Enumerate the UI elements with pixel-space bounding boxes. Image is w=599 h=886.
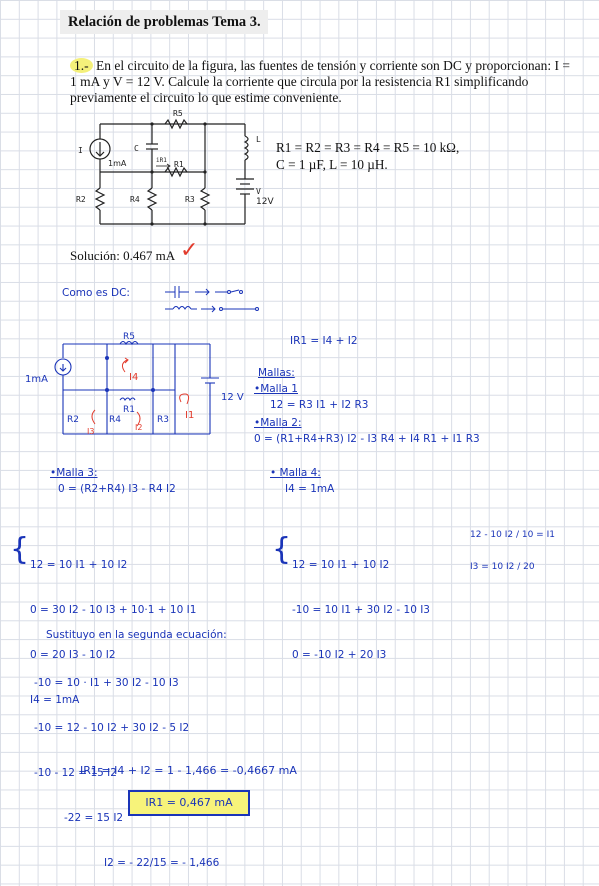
sust-line-4: -22 = 15 I2 — [64, 812, 124, 824]
system-1: 12 = 10 I1 + 10 I2 0 = 30 I2 - 10 I3 + 1… — [30, 528, 196, 723]
sketch-v: 12 V — [221, 392, 244, 403]
final-answer-box: IR1 = 0,467 mA — [128, 790, 250, 816]
malla1-label: •Malla 1 — [254, 383, 298, 395]
substitution-title: Sustituyo en la segunda ecuación: — [46, 629, 227, 641]
given-line-2: C = 1 µF, L = 10 µH. — [276, 157, 388, 172]
sys2-line-1: 12 = 10 I1 + 10 I2 — [292, 559, 390, 571]
label-c: C — [134, 144, 139, 153]
sketch-i1: I1 — [185, 410, 194, 421]
sys2-result-i1: 12 - 10 I2 / 10 = I1 — [470, 530, 555, 540]
sys2-result-i3: I3 = 10 I2 / 20 — [470, 562, 535, 572]
sketch-i2: I2 — [135, 423, 142, 432]
sketch-r4: R4 — [109, 415, 121, 425]
malla3-equation: 0 = (R2+R4) I3 - R4 I2 — [58, 483, 176, 495]
problem-text: En el circuito de la figura, las fuentes… — [70, 58, 570, 105]
sust-line-5: I2 = - 22/15 = - 1,466 — [104, 857, 220, 869]
problem-number: 1.- — [70, 58, 93, 73]
problem-statement: 1.- En el circuito de la figura, las fue… — [70, 58, 570, 106]
final-line: IR1 = I4 + I2 = 1 - 1,466 = -0,4667 mA — [80, 764, 297, 777]
label-1ma: 1mA — [108, 159, 127, 168]
system-2: 12 = 10 I1 + 10 I2 -10 = 10 I1 + 30 I2 -… — [292, 528, 430, 678]
sketch-r2: R2 — [67, 415, 79, 425]
sys1-line-4: I4 = 1mA — [30, 694, 80, 706]
sketch-i4: I4 — [129, 372, 138, 383]
sys2-line-2: -10 = 10 I1 + 30 I2 - 10 I3 — [292, 604, 430, 616]
label-v: V — [256, 187, 261, 196]
sust-line-2: -10 = 12 - 10 I2 + 30 I2 - 5 I2 — [34, 722, 190, 734]
sketch-i3: I3 — [87, 427, 94, 436]
circuit-sketch: R5 I4 1mA R1 R2 R4 R3 I1 I2 I3 12 V — [25, 332, 244, 436]
sys2-line-3: 0 = -10 I2 + 20 I3 — [292, 649, 387, 661]
sys1-line-1: 12 = 10 I1 + 10 I2 — [30, 559, 128, 571]
label-12v: 12V — [256, 197, 274, 207]
label-r3: R3 — [185, 195, 195, 204]
sys1-line-3: 0 = 20 I3 - 10 I2 — [30, 649, 116, 661]
page-title: Relación de problemas Tema 3. — [60, 10, 268, 34]
sust-line-3: -10 - 12 = 15 I2 — [34, 767, 117, 779]
malla4-equation: I4 = 1mA — [285, 483, 335, 495]
sketch-r1: R1 — [123, 405, 135, 415]
sys1-line-2: 0 = 30 I2 - 10 I3 + 10·1 + 10 I1 — [30, 604, 197, 616]
solution-text: Solución: 0.467 mA — [70, 248, 176, 263]
sketch-r5: R5 — [123, 332, 135, 342]
given-line-1: R1 = R2 = R3 = R4 = R5 = 10 kΩ, — [276, 140, 460, 155]
brace-left: { — [10, 532, 30, 567]
mallas-title: Mallas: — [258, 367, 295, 379]
component-values: R1 = R2 = R3 = R4 = R5 = 10 kΩ, C = 1 µF… — [276, 139, 459, 173]
label-r5: R5 — [173, 109, 183, 118]
dc-rule-symbols — [165, 286, 259, 313]
sust-line-1: -10 = 10 · I1 + 30 I2 - 10 I3 — [34, 677, 179, 689]
sketch-r3: R3 — [157, 415, 169, 425]
label-ir1: iR1 — [156, 157, 167, 164]
malla4-label: • Malla 4: — [270, 467, 321, 479]
check-mark-icon: ✓ — [180, 238, 199, 263]
malla1-equation: 12 = R3 I1 + I2 R3 — [270, 399, 369, 411]
label-r1: R1 — [174, 160, 184, 169]
sketch-1ma: 1mA — [25, 374, 48, 385]
ir1-equation: IR1 = I4 + I2 — [290, 335, 358, 347]
dc-rule: Como es DC: — [62, 287, 130, 299]
malla2-equation: 0 = (R1+R4+R3) I2 - I3 R4 + I4 R1 + I1 R… — [254, 433, 480, 445]
label-r4: R4 — [130, 195, 140, 204]
label-r2: R2 — [76, 195, 86, 204]
malla2-label: •Malla 2: — [254, 417, 302, 429]
circuit-diagram: R5 C L I 1mA iR1 R1 R2 R4 R3 V 12V — [76, 109, 274, 226]
label-l: L — [256, 135, 261, 144]
malla3-label: •Malla 3: — [50, 467, 98, 479]
brace-right: { — [272, 532, 292, 567]
label-i: I — [78, 146, 83, 155]
